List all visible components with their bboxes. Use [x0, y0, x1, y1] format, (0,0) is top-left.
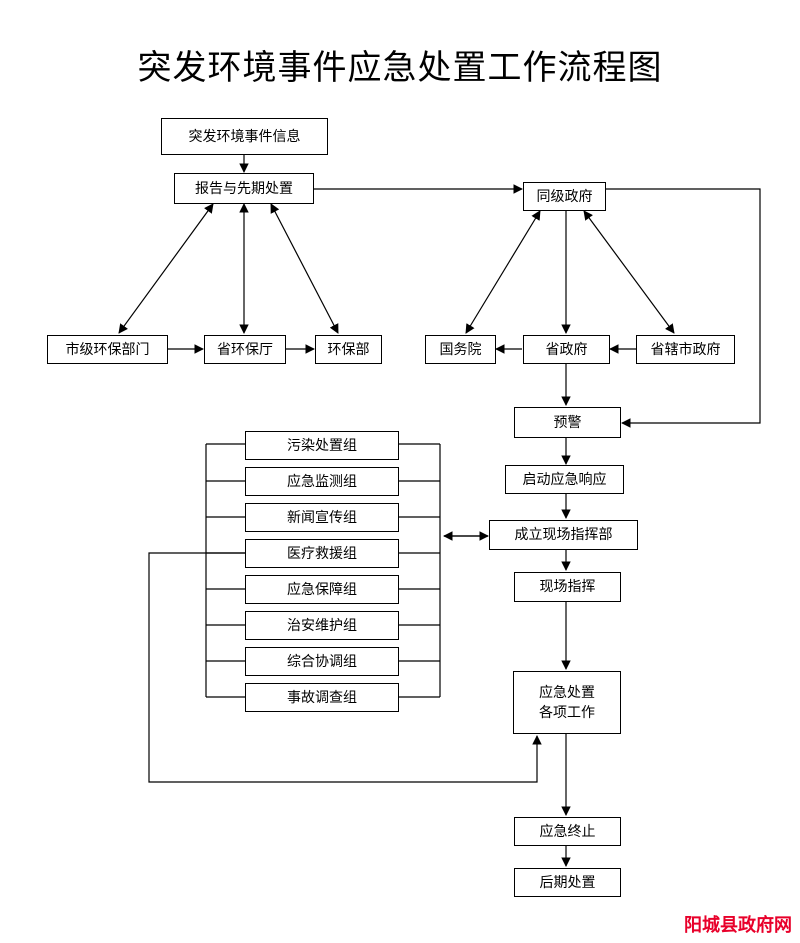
group-emergency-monitoring: 应急监测组 [245, 467, 399, 496]
node-report-initial-handling: 报告与先期处置 [174, 173, 314, 204]
group-accident-investigation: 事故调查组 [245, 683, 399, 712]
group-public-security: 治安维护组 [245, 611, 399, 640]
node-state-council: 国务院 [425, 335, 496, 364]
node-event-info: 突发环境事件信息 [161, 118, 328, 155]
watermark-text: 阳城县政府网 [684, 915, 792, 936]
node-emergency-work: 应急处置 各项工作 [513, 671, 621, 734]
node-emergency-work-line2: 各项工作 [539, 704, 595, 721]
group-coordination: 综合协调组 [245, 647, 399, 676]
node-emergency-work-line1: 应急处置 [539, 684, 595, 701]
node-mep: 环保部 [315, 335, 382, 364]
node-onsite-command: 现场指挥 [514, 572, 621, 602]
node-provincial-epd: 省环保厅 [204, 335, 286, 364]
node-provincial-government: 省政府 [523, 335, 610, 364]
node-establish-command-post: 成立现场指挥部 [489, 520, 638, 550]
node-emergency-termination: 应急终止 [514, 817, 621, 846]
group-pollution-handling: 污染处置组 [245, 431, 399, 460]
group-news-publicity: 新闻宣传组 [245, 503, 399, 532]
page-title: 突发环境事件应急处置工作流程图 [137, 48, 663, 88]
group-medical-rescue: 医疗救援组 [245, 539, 399, 568]
node-city-government: 省辖市政府 [636, 335, 735, 364]
node-same-level-government: 同级政府 [523, 182, 606, 211]
node-start-emergency-response: 启动应急响应 [505, 465, 624, 494]
group-emergency-support: 应急保障组 [245, 575, 399, 604]
node-city-epb: 市级环保部门 [47, 335, 168, 364]
node-post-handling: 后期处置 [514, 868, 621, 897]
node-warning: 预警 [514, 407, 621, 438]
